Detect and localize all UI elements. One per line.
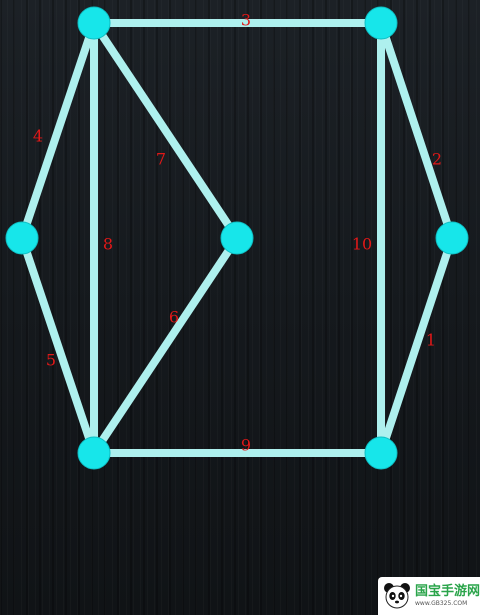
- edge-label-6: 6: [169, 308, 179, 327]
- edge-label-3: 3: [241, 11, 251, 30]
- watermark-title: 国宝手游网: [415, 584, 480, 599]
- edge-label-8: 8: [103, 235, 113, 254]
- node-left[interactable]: [5, 221, 39, 255]
- edge-label-1: 1: [426, 331, 436, 350]
- edge-label-9: 9: [241, 436, 251, 455]
- node-bottom-right[interactable]: [364, 436, 398, 470]
- edge-label-layer: 3 4 7 8 2 10 5 6 1 9: [33, 11, 442, 455]
- node-bottom-left[interactable]: [77, 436, 111, 470]
- site-watermark: 国宝手游网 www.GB325.COM: [378, 577, 480, 615]
- edge-label-10: 10: [352, 235, 372, 254]
- edge-label-7: 7: [156, 150, 166, 169]
- node-top-right[interactable]: [364, 6, 398, 40]
- edge-layer: [18, 19, 456, 457]
- edge-top-right-right[interactable]: [377, 19, 456, 242]
- edge-label-4: 4: [33, 127, 43, 146]
- watermark-url: www.GB325.COM: [415, 600, 468, 607]
- edge-center-bottom-left[interactable]: [90, 234, 241, 457]
- edge-top-left-left[interactable]: [18, 19, 98, 242]
- edge-left-bottom-left[interactable]: [18, 234, 98, 457]
- panda-icon: [384, 583, 410, 609]
- edge-label-2: 2: [432, 150, 442, 169]
- edge-top-left-center[interactable]: [90, 19, 241, 242]
- node-top-left[interactable]: [77, 6, 111, 40]
- edge-label-5: 5: [46, 351, 56, 370]
- node-right[interactable]: [435, 221, 469, 255]
- node-center[interactable]: [220, 221, 254, 255]
- node-layer: [5, 6, 469, 470]
- edge-right-bottom-right[interactable]: [377, 234, 456, 457]
